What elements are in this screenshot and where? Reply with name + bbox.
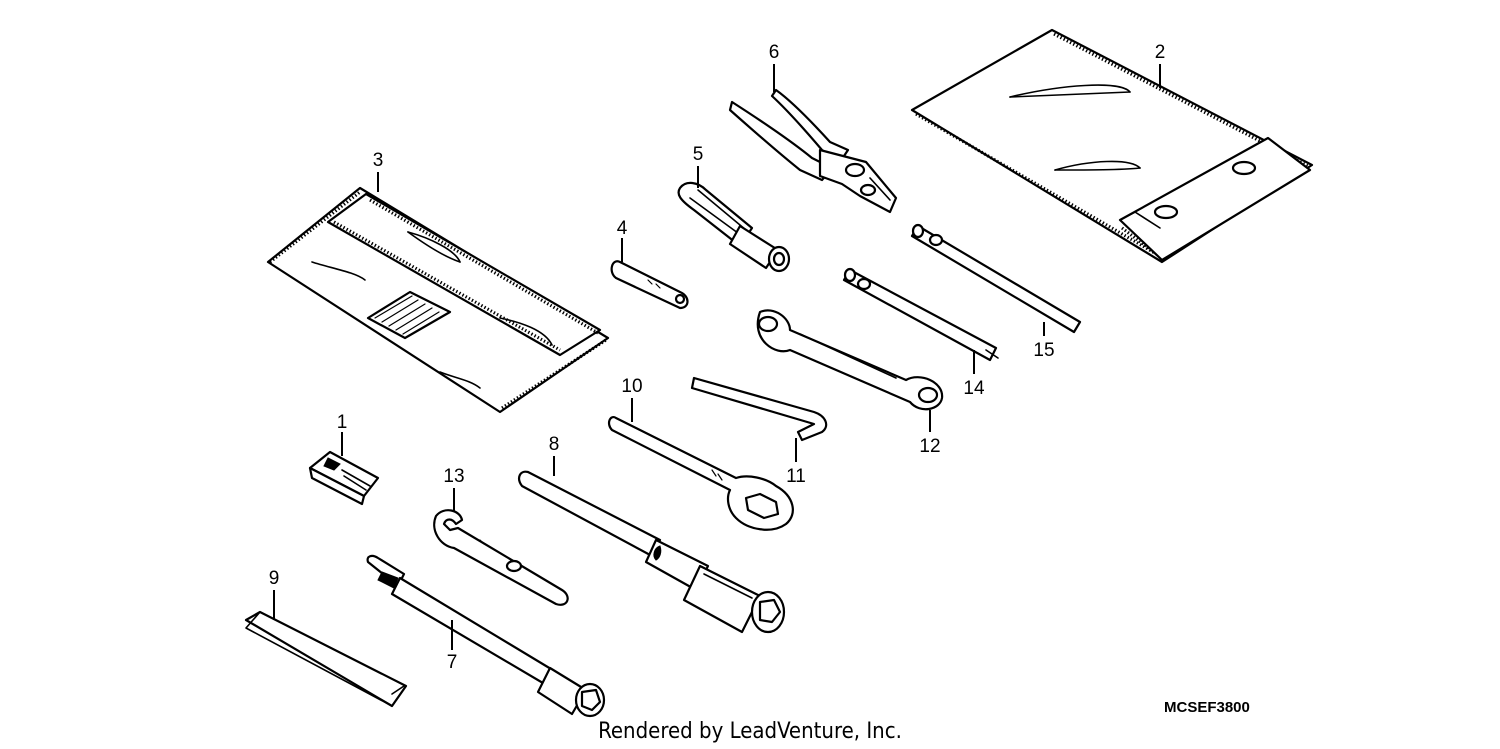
handle-sleeve-icon (244, 610, 408, 708)
pin-spanner-icon (610, 260, 689, 310)
box-wrench-icon (607, 416, 794, 531)
callout-13: 13 (443, 466, 464, 487)
flat-screwdriver-icon (910, 223, 1082, 334)
callout-15: 15 (1033, 340, 1054, 361)
callout-14: 14 (963, 378, 985, 399)
drawing-code: MCSEF3800 (1164, 699, 1250, 716)
callout-labels: 1 2 3 4 5 6 7 8 9 10 11 12 13 14 15 (269, 42, 1166, 673)
callout-11: 11 (786, 466, 806, 487)
ring-wrench-icon (756, 309, 944, 411)
callout-7: 7 (447, 652, 458, 673)
hex-key-icon (690, 376, 828, 442)
footer-credit: Rendered by LeadVenture, Inc. (598, 719, 902, 744)
callout-12: 12 (919, 436, 940, 457)
callout-3: 3 (373, 150, 384, 171)
leader-lines (273, 64, 1161, 650)
callout-1: 1 (337, 412, 348, 433)
open-end-wrench-icon (433, 509, 569, 606)
spark-plug-wrench-icon (366, 554, 606, 718)
callout-6: 6 (769, 42, 780, 63)
tool-clip-icon (308, 450, 380, 506)
screwdriver-handle-icon (677, 181, 791, 273)
callout-9: 9 (269, 568, 280, 589)
callout-4: 4 (617, 218, 628, 239)
pliers-icon (728, 88, 898, 214)
callout-5: 5 (693, 144, 704, 165)
callout-8: 8 (549, 434, 560, 455)
spark-plug-wrench-icon (518, 470, 786, 634)
phillips-screwdriver-icon (842, 267, 999, 362)
callout-10: 10 (621, 376, 642, 397)
callout-2: 2 (1155, 42, 1166, 63)
tool-pouch-icon (266, 186, 610, 414)
tool-bag-icon (910, 28, 1314, 264)
